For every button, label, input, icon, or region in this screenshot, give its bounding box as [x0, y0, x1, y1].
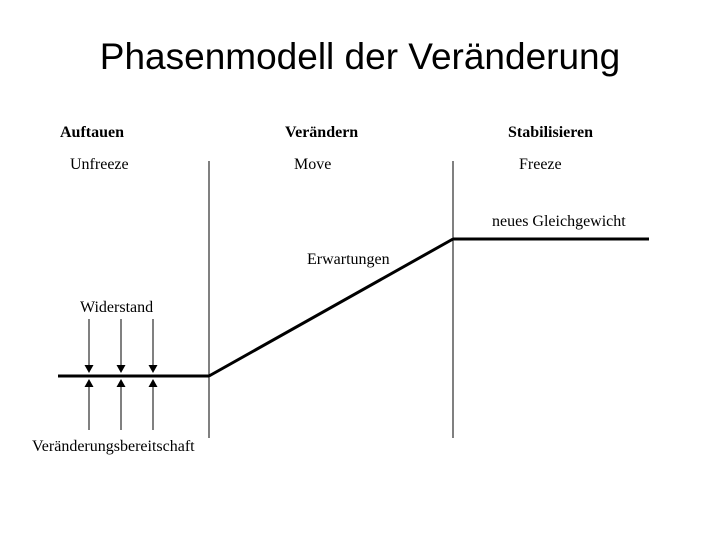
phase-label-auftauen: Auftauen [60, 124, 125, 141]
phase-label-stabilisieren: Stabilisieren [508, 124, 594, 141]
slide-title: Phasenmodell der Veränderung [99, 36, 621, 77]
label-readiness: Veränderungsbereitschaft [32, 438, 195, 455]
transition-line [208, 237, 454, 378]
label-expectations: Erwartungen [307, 251, 390, 268]
label-equilibrium: neues Gleichgewicht [492, 213, 626, 230]
phase-sub-move: Move [294, 156, 332, 173]
phase-sub-unfreeze: Unfreeze [70, 156, 129, 173]
phase-label-veraendern: Verändern [285, 124, 359, 141]
phase-sub-freeze: Freeze [519, 156, 562, 173]
label-resistance: Widerstand [80, 299, 154, 316]
